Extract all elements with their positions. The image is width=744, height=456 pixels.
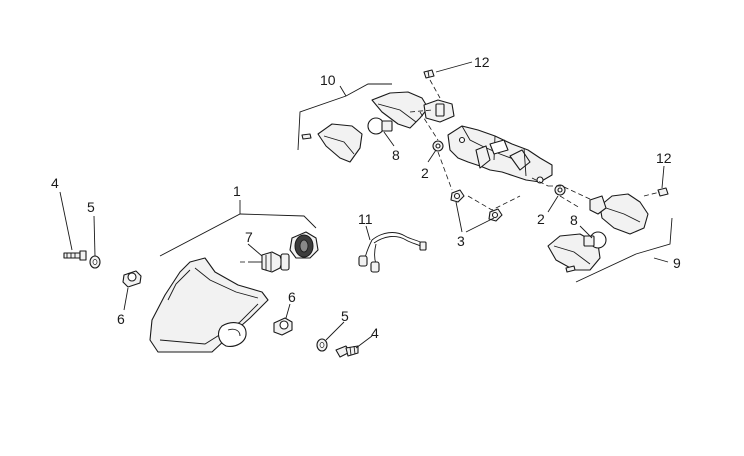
callout-4-left: 4 — [51, 175, 59, 191]
screw-right-12 — [657, 187, 669, 197]
callout-8-left: 8 — [392, 147, 400, 163]
turn-signal-lens-left — [317, 123, 363, 163]
signal-bulb-right — [583, 231, 607, 249]
washer-lower — [316, 338, 328, 352]
headlight-bulb — [248, 251, 290, 273]
grommet-middle — [273, 317, 293, 336]
callout-11: 11 — [358, 211, 373, 227]
callout-7: 7 — [245, 229, 253, 245]
bolt-left — [63, 250, 87, 261]
wiring-harness — [358, 232, 427, 273]
callout-12-right: 12 — [656, 150, 672, 166]
callout-10: 10 — [320, 72, 336, 88]
signal-bulb-left — [367, 117, 393, 135]
group-bracket-9 — [575, 217, 673, 283]
callout-12-top: 12 — [474, 54, 490, 70]
headlight-assembly — [149, 257, 269, 353]
callout-9: 9 — [673, 255, 681, 271]
nut-left — [432, 140, 444, 152]
bulb-cap — [289, 231, 319, 259]
screw-top-12 — [423, 69, 435, 79]
callout-5-lower: 5 — [341, 308, 349, 324]
nut-3a — [450, 189, 465, 203]
leader-lines — [59, 61, 665, 349]
assembly-dash-lines — [240, 79, 661, 263]
grommet-left — [122, 270, 142, 288]
screw-right-lens — [565, 265, 576, 273]
nut-right — [554, 184, 566, 196]
screw-left-lens — [301, 133, 312, 140]
group-bracket-1 — [159, 200, 317, 257]
callout-2-left: 2 — [421, 165, 429, 181]
callout-1: 1 — [233, 183, 241, 199]
washer-left — [89, 255, 101, 269]
callout-3: 3 — [457, 233, 465, 249]
callout-6-middle: 6 — [288, 289, 296, 305]
turn-signal-left — [371, 91, 455, 129]
callout-5-left: 5 — [87, 199, 95, 215]
callout-6-left: 6 — [117, 311, 125, 327]
bolt-lower — [335, 345, 359, 358]
turn-signal-right — [589, 193, 649, 235]
callout-2-right: 2 — [537, 211, 545, 227]
group-bracket-10 — [297, 83, 392, 151]
nut-3b — [488, 208, 503, 222]
mounting-bracket — [447, 125, 553, 184]
callout-8-right: 8 — [570, 212, 578, 228]
callout-4-lower: 4 — [371, 325, 379, 341]
